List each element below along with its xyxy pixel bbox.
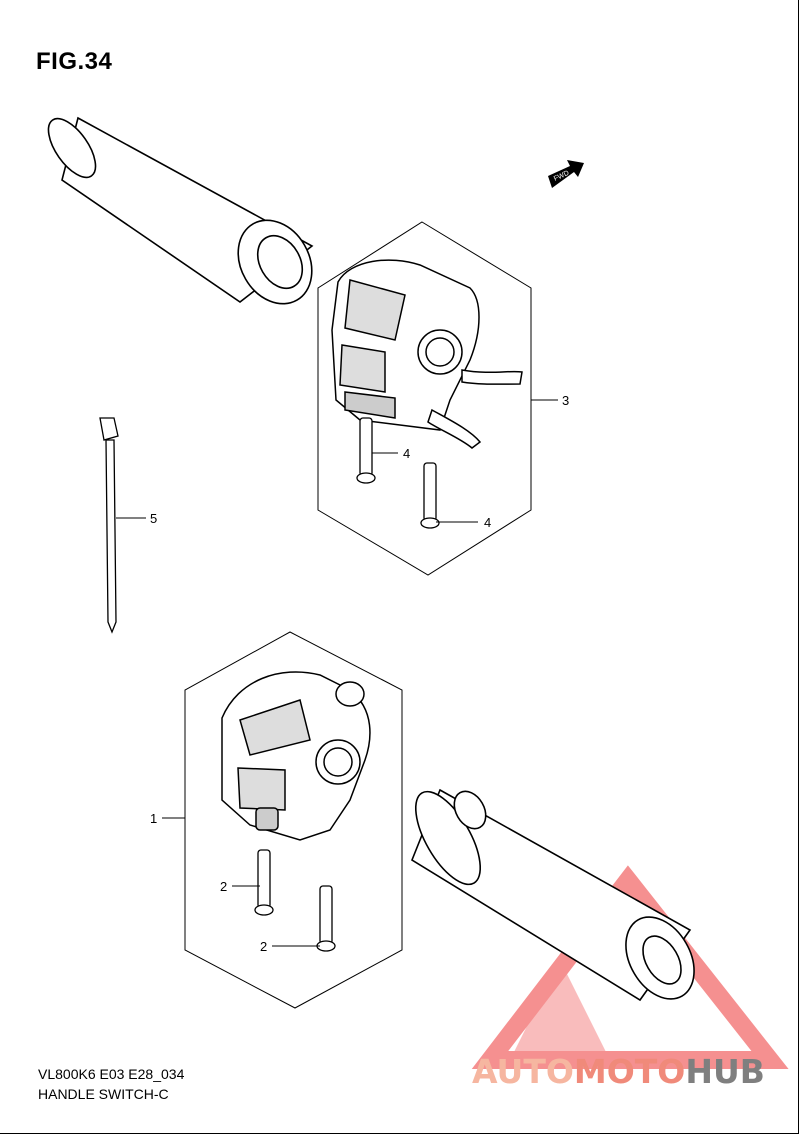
callout-5: 5	[150, 511, 157, 526]
watermark-part-3: HUB	[685, 1052, 765, 1091]
left-grip-drawing	[47, 116, 314, 305]
cable-tie-drawing	[99, 417, 119, 634]
fwd-arrow-icon	[548, 160, 584, 188]
callout-4-upper: 4	[403, 446, 410, 461]
figure-title: FIG.34	[36, 48, 113, 75]
right-handle-switch-drawing	[331, 259, 523, 449]
group-name: HANDLE SWITCH-C	[38, 1086, 169, 1102]
callout-2-upper: 2	[220, 879, 227, 894]
watermark-logo-icon	[471, 865, 789, 1069]
lower-assembly-frame	[184, 631, 403, 1009]
throttle-grip-drawing	[411, 788, 695, 1002]
model-code: VL800K6 E03 E28_034	[38, 1066, 185, 1082]
upper-screws-drawing	[356, 417, 440, 529]
callout-3: 3	[562, 393, 569, 408]
callout-leaders	[116, 399, 558, 947]
callout-1: 1	[150, 811, 157, 826]
watermark-text: AUTOMOTOHUB	[472, 1052, 765, 1091]
watermark-part-1: AUTO	[472, 1052, 574, 1091]
callout-2-lower: 2	[260, 939, 267, 954]
upper-assembly-frame	[317, 221, 532, 576]
watermark-part-2: MOTO	[573, 1052, 686, 1091]
lower-screws-drawing	[254, 849, 336, 952]
callout-4-lower: 4	[484, 515, 491, 530]
left-handle-switch-drawing	[221, 671, 371, 841]
